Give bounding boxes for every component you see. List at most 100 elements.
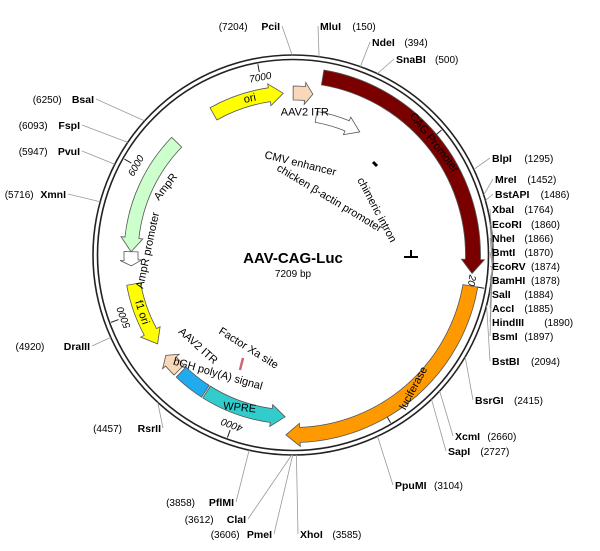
site-name: BlpI [492,153,512,165]
feature-label-itr-left: AAV2 ITR [281,106,329,118]
site-leader [377,58,395,74]
site-position: (2415) [514,396,543,407]
site-leader [489,265,493,268]
site-name: MreI [495,174,517,186]
site-leader [95,98,145,122]
site-name: RsrII [138,423,161,435]
tick-mark [110,319,119,323]
site-bsai: BsaI(6250) [33,94,145,122]
site-pmei: PmeI (3606) [211,454,294,541]
site-position: (500) [435,55,458,66]
site-leader [273,454,294,535]
site-position: (6093) [19,121,48,132]
feature-luciferase [285,284,479,448]
feature-itr-left [292,81,314,106]
site-ecorv: EcoRV (1874) [489,261,560,273]
site-xmni: XmnI(5716) [5,189,101,203]
feature-label-ori: ori [243,92,257,106]
site-snabi: SnaBI(500) [377,54,458,74]
site-pvui: PvuI (5947) [19,146,115,165]
feature-bgh [175,366,210,398]
backbone-outer-ring [92,54,494,456]
site-leader [281,25,293,56]
site-xbai: XbaI(1764) [489,204,553,249]
site-position: (1885) [524,304,553,315]
feature-ori [209,83,284,121]
tick-label: 7000 [248,71,272,86]
site-pflmi: PflMI (3858) [166,450,250,509]
intron-end-mark [404,250,418,258]
site-leader [483,178,494,196]
site-position: (4920) [15,342,44,353]
tick-label: 5000 [115,305,133,330]
site-position: (2094) [531,357,560,368]
site-bsmi: BsmI (1897) [489,271,553,343]
feature-wpre [202,385,286,428]
site-name: PvuI [58,146,80,158]
site-position: (1295) [524,154,553,165]
site-leader [489,271,493,337]
site-position: (1870) [524,248,553,259]
site-leader [157,402,164,429]
site-name: XhoI [300,529,323,541]
tick-mark [257,64,260,73]
site-position: (7204) [219,22,248,33]
site-position: (394) [404,38,427,49]
site-position: (150) [352,22,375,33]
site-fspi: FspI(6093) [19,120,128,143]
site-leader [81,150,115,165]
tick-mark [124,158,132,164]
site-position: (1897) [524,332,553,343]
site-rsrii: RsrII (4457) [93,402,164,435]
site-leader [473,157,491,170]
site-leader [91,336,111,347]
feature-cmv-enhancer [314,111,361,136]
feature-label-wpre: WPRE [223,400,257,415]
site-position: (1486) [541,190,570,201]
site-position: (1452) [527,175,556,186]
site-leader [317,25,320,57]
site-bmti: BmtI(1870) [489,247,553,267]
feature-cag-promoter [320,69,486,275]
site-leader [431,399,447,452]
site-position: (1884) [524,290,553,301]
site-leader [439,390,454,437]
site-position: (3606) [211,530,240,541]
site-bstbi: BstBI (2094) [486,305,560,368]
site-position: (1878) [531,276,560,287]
site-leader [489,208,494,249]
site-position: (2660) [487,432,516,443]
site-name: XcmI [455,431,480,443]
site-name: NdeI [372,37,395,49]
site-position: (3858) [166,498,195,509]
site-position: (4457) [93,424,122,435]
site-name: BstBI [492,356,520,368]
site-position: (1874) [531,262,560,273]
site-name: PflMI [209,497,234,509]
site-leader [485,193,494,201]
site-pcii: PciI (7204) [219,21,293,56]
site-name: HindIII [492,317,524,329]
site-bstapi: BstAPI(1486) [485,189,570,201]
site-leader [359,41,371,67]
site-position: (5947) [19,147,48,158]
site-position: (1866) [524,234,553,245]
restriction-sites: PciI(7204)MluI(150)NdeI(394)SnaBI(500)Bl… [5,21,573,541]
site-name: BsmI [492,331,518,343]
site-name: AccI [492,303,514,315]
site-name: PciI [261,21,280,33]
site-name: BamHI [492,275,525,287]
factor-xa-label: Factor Xa site [216,325,280,371]
site-name: EcoRV [492,261,526,273]
feature-itr-right [161,353,185,376]
site-position: (1890) [544,318,573,329]
site-position: (1860) [531,220,560,231]
site-name: ClaI [227,514,246,526]
site-ppumi: PpuMI(3104) [377,436,463,492]
site-leader [67,193,101,203]
tick-mark [226,429,231,438]
site-leader [295,454,299,535]
site-position: (5716) [5,190,34,201]
site-name: PmeI [247,529,272,541]
site-position: (2727) [480,447,509,458]
